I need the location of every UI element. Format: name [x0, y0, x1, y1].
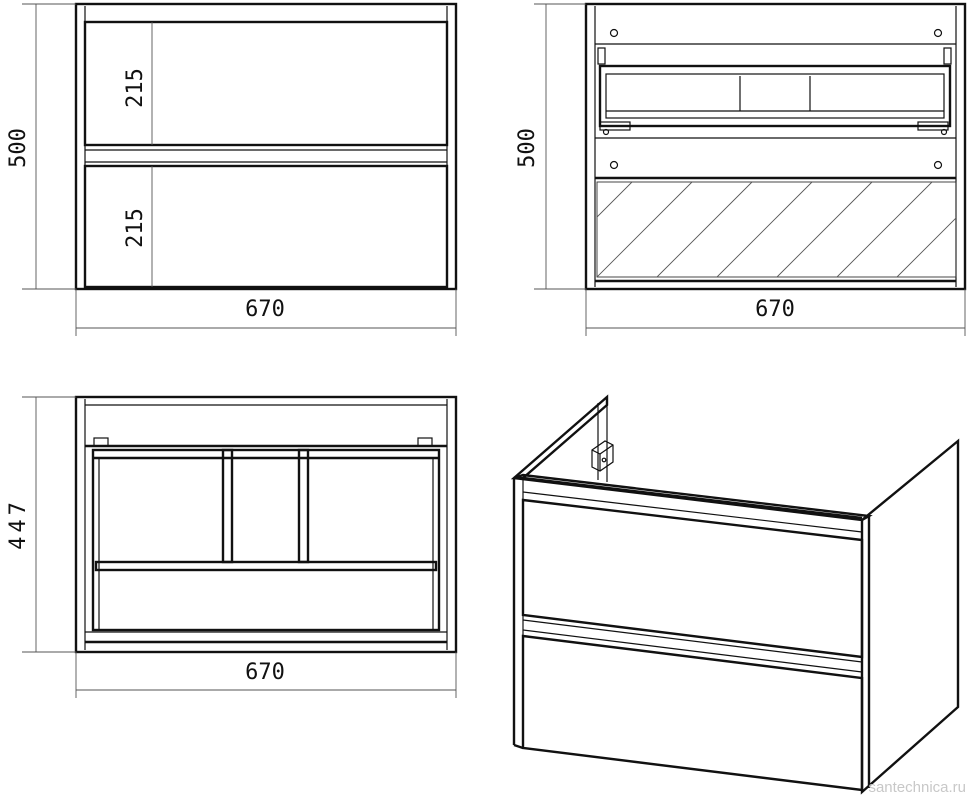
- back-height-dimension: 500: [515, 3, 586, 290]
- front-height-label: 500: [6, 128, 31, 168]
- iso-drawer-bottom: [521, 634, 864, 792]
- top-width-dimension: 670: [75, 652, 457, 698]
- front-drawer-bottom-label: 215: [123, 208, 148, 248]
- front-drawer-top: [83, 20, 449, 147]
- iso-drawer-top: [521, 498, 864, 659]
- top-depth-label: 447: [6, 498, 31, 550]
- top-drawer-box: [91, 448, 441, 632]
- front-drawer-top-label: 215: [123, 68, 148, 108]
- top-width-label: 670: [245, 660, 285, 685]
- isometric-view: [510, 394, 960, 795]
- mount-hole-icon: [933, 28, 943, 38]
- front-view: 500 215 215 670: [6, 2, 458, 336]
- mount-hole-icon: [609, 160, 619, 170]
- front-width-label: 670: [245, 297, 285, 322]
- front-width-dimension: 670: [75, 289, 457, 336]
- top-view: 447 670: [6, 395, 458, 698]
- back-hatched-panel: [597, 182, 956, 277]
- back-width-dimension: 670: [585, 289, 966, 336]
- front-drawer-bottom: [83, 164, 449, 289]
- front-drawer-dimensions: 215 215: [123, 22, 153, 287]
- back-height-label: 500: [515, 128, 540, 168]
- back-width-label: 670: [755, 297, 795, 322]
- watermark-text: santechnica.ru: [868, 779, 966, 796]
- front-height-dimension: 500: [6, 3, 76, 290]
- back-view: 500 670: [515, 2, 967, 336]
- mount-hole-icon: [609, 28, 619, 38]
- mount-hole-icon: [933, 160, 943, 170]
- top-depth-dimension: 447: [6, 396, 76, 653]
- back-drawer-frame: [598, 64, 952, 128]
- wall-bracket-icon: [591, 440, 614, 472]
